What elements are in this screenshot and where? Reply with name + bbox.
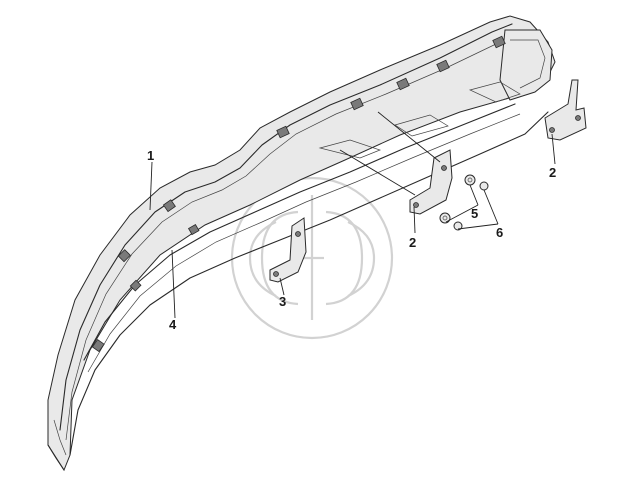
- callout-5: 5: [471, 206, 478, 221]
- bracket-2-middle: [409, 149, 453, 215]
- callout-3: 3: [279, 294, 286, 309]
- leader-lines: [149, 111, 556, 319]
- fasteners: [439, 174, 489, 231]
- bracket-2-right: [544, 79, 587, 141]
- callout-2-middle: 2: [409, 235, 416, 250]
- callout-labels: 1 2 2 3 4 5 6: [147, 148, 556, 332]
- callout-2-right: 2: [549, 165, 556, 180]
- callout-1: 1: [147, 148, 154, 163]
- watermark-logo: [230, 176, 394, 340]
- callout-6: 6: [496, 225, 503, 240]
- callout-4: 4: [169, 317, 177, 332]
- bumper-body: [47, 15, 556, 472]
- bracket-3: [269, 217, 307, 283]
- mounting-lugs: [91, 35, 506, 353]
